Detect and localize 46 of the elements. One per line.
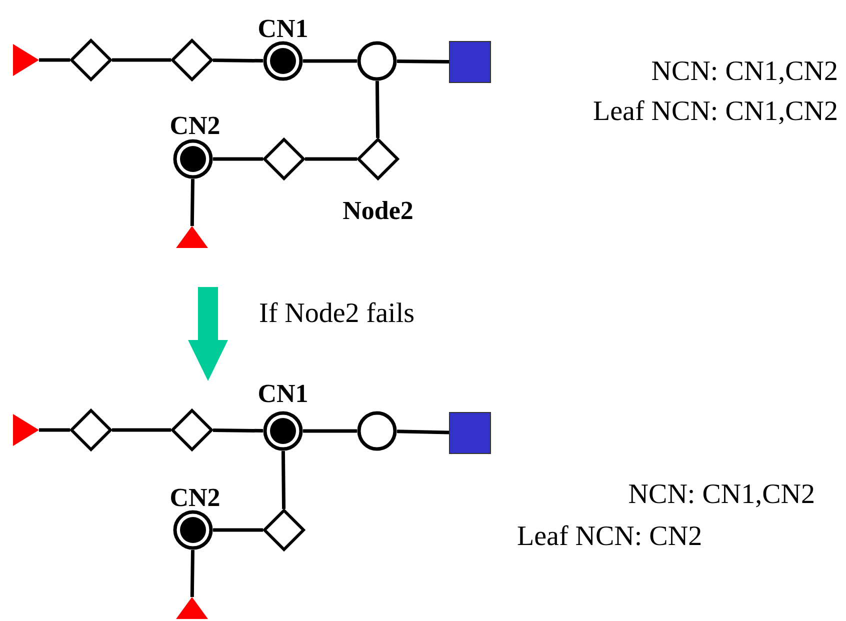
connector-line bbox=[112, 428, 171, 432]
connector-line bbox=[212, 428, 264, 433]
status-text: NCN: CN1,CN2 bbox=[628, 481, 815, 509]
connector-line bbox=[396, 430, 450, 434]
diamond-node bbox=[357, 138, 399, 180]
condition-text: If Node2 fails bbox=[259, 300, 415, 328]
connector-line bbox=[303, 59, 357, 63]
diamond-node bbox=[70, 409, 112, 451]
triangle-marker bbox=[13, 44, 39, 76]
node-label: Node2 bbox=[342, 198, 414, 224]
connector-line bbox=[190, 178, 194, 226]
triangle-marker bbox=[176, 597, 208, 619]
diamond-node bbox=[70, 39, 112, 81]
diamond-node bbox=[171, 39, 213, 81]
status-text: NCN: CN1,CN2 bbox=[651, 58, 838, 86]
diamond-node bbox=[171, 409, 213, 451]
dotted-circle-node bbox=[263, 41, 303, 81]
square-node bbox=[449, 41, 491, 83]
diamond-node bbox=[263, 138, 305, 180]
circle-node bbox=[357, 41, 397, 81]
triangle-marker bbox=[13, 414, 39, 446]
connector-line bbox=[396, 59, 450, 64]
connector-line bbox=[190, 550, 194, 598]
dotted-circle-node bbox=[263, 411, 303, 451]
status-text: Leaf NCN: CN2 bbox=[517, 523, 702, 551]
node-label: CN2 bbox=[170, 485, 220, 511]
node-label: CN1 bbox=[258, 16, 308, 42]
connector-line bbox=[213, 157, 263, 161]
connector-line bbox=[212, 58, 264, 63]
dotted-circle-node bbox=[173, 510, 213, 550]
circle-node bbox=[357, 411, 397, 451]
connector-line bbox=[112, 58, 171, 62]
connector-line bbox=[39, 58, 70, 62]
connector-line bbox=[375, 80, 380, 138]
connector-line bbox=[213, 528, 263, 532]
connector-line bbox=[303, 429, 357, 433]
square-node bbox=[449, 412, 491, 454]
diamond-node bbox=[263, 509, 305, 551]
connector-line bbox=[39, 428, 70, 432]
triangle-marker bbox=[176, 226, 208, 248]
connector-line bbox=[281, 450, 286, 510]
dotted-circle-node bbox=[173, 139, 213, 179]
connector-line bbox=[305, 157, 357, 161]
status-text: Leaf NCN: CN1,CN2 bbox=[593, 98, 838, 126]
node-label: CN2 bbox=[170, 113, 220, 139]
node-label: CN1 bbox=[258, 381, 308, 407]
